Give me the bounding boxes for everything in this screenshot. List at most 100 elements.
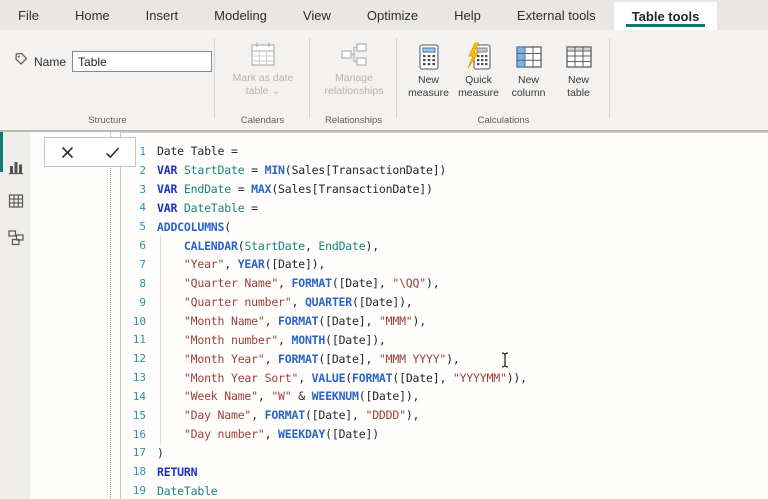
new-table-label-1: New <box>567 74 589 86</box>
menu-file[interactable]: File <box>18 7 39 23</box>
model-view-button[interactable] <box>7 228 25 246</box>
code-line[interactable]: 7 "Year", YEAR([Date]), <box>121 255 768 274</box>
manage-relationships-label-2: relationships <box>324 84 384 97</box>
checkmark-icon <box>105 146 120 158</box>
code-line[interactable]: 16 "Day number", WEEKDAY([Date]) <box>121 425 768 444</box>
menu-help[interactable]: Help <box>454 7 481 23</box>
mark-as-date-table-label-2: table <box>245 84 269 97</box>
line-number: 11 <box>132 333 146 347</box>
line-number: 12 <box>132 352 146 366</box>
ribbon-group-calendars: Mark as date table ⌄ Calendars <box>215 30 310 128</box>
code-line[interactable]: 6 CALENDAR(StartDate, EndDate), <box>121 236 768 255</box>
new-measure-label-1: New <box>417 74 439 86</box>
line-number: 5 <box>139 220 146 234</box>
line-number: 3 <box>139 182 146 196</box>
menu-insert[interactable]: Insert <box>145 7 179 23</box>
group-separator <box>214 38 215 118</box>
formula-commit-controls <box>44 137 136 167</box>
new-column-label-2: column <box>511 86 546 99</box>
formula-bar-panel <box>30 132 120 499</box>
table-icon <box>8 194 24 208</box>
group-label-structure: Structure <box>88 115 127 126</box>
manage-relationships-label-1: Manage <box>335 72 373 84</box>
code-line[interactable]: 8 "Quarter Name", FORMAT([Date], "\QQ"), <box>121 274 768 293</box>
line-number: 8 <box>139 276 146 290</box>
new-table-grid-icon <box>564 40 594 74</box>
tag-icon <box>13 51 29 72</box>
menu-external-tools[interactable]: External tools <box>516 7 596 23</box>
close-icon <box>61 146 74 158</box>
new-measure-calculator-icon <box>416 40 442 74</box>
line-number: 18 <box>132 465 146 479</box>
text-cursor-pointer <box>500 352 510 373</box>
menu-optimize[interactable]: Optimize <box>366 7 419 23</box>
mark-as-date-table-button[interactable]: Mark as date table ⌄ <box>217 38 309 97</box>
code-line[interactable]: 11 "Month number", MONTH([Date]), <box>121 330 768 349</box>
manage-relationships-button[interactable]: Manage relationships <box>308 38 400 97</box>
line-number: 17 <box>132 446 146 460</box>
ribbon: Name Structure <box>0 30 768 132</box>
code-line[interactable]: 14 "Week Name", "W" & WEEKNUM([Date]), <box>121 387 768 406</box>
data-view-button[interactable] <box>7 192 25 210</box>
line-number: 6 <box>139 239 146 253</box>
new-column-grid-icon <box>514 40 544 74</box>
table-name-label: Name <box>34 54 67 69</box>
code-line[interactable]: 9 "Quarter number", QUARTER([Date]), <box>121 293 768 312</box>
calendar-icon <box>248 38 278 72</box>
code-line[interactable]: 15 "Day Name", FORMAT([Date], "DDDD"), <box>121 406 768 425</box>
line-number: 7 <box>139 257 146 271</box>
new-column-label-1: New <box>517 74 539 86</box>
menu-view[interactable]: View <box>302 7 331 23</box>
menu-home[interactable]: Home <box>74 7 110 23</box>
table-name-input[interactable] <box>72 51 213 72</box>
formula-commit-button[interactable] <box>90 138 135 166</box>
quick-measure-label-1: Quick <box>465 74 492 86</box>
group-label-calculations: Calculations <box>477 115 530 126</box>
code-line[interactable]: 10 "Month Name", FORMAT([Date], "MMM"), <box>121 312 768 331</box>
code-line[interactable]: 12 "Month Year", FORMAT([Date], "MMM YYY… <box>121 349 768 368</box>
formula-cancel-button[interactable] <box>45 138 90 166</box>
new-measure-button[interactable]: New measure <box>405 40 453 99</box>
group-separator <box>396 38 397 118</box>
bar-chart-icon <box>9 162 23 175</box>
line-number: 14 <box>132 389 146 403</box>
new-column-button[interactable]: New column <box>505 40 553 99</box>
quick-measure-lightning-icon <box>465 40 493 74</box>
group-separator <box>309 38 310 118</box>
code-line[interactable]: 17) <box>121 444 768 463</box>
new-table-button[interactable]: New table <box>555 40 603 99</box>
mark-as-date-table-label-1: Mark as date <box>232 72 294 84</box>
group-label-relationships: Relationships <box>324 115 383 126</box>
line-number: 2 <box>139 163 146 177</box>
formula-panel-resize-handle[interactable] <box>110 132 111 499</box>
group-label-calendars: Calendars <box>240 115 285 126</box>
menu-modeling[interactable]: Modeling <box>214 7 267 23</box>
line-number: 9 <box>139 295 146 309</box>
report-view-button[interactable] <box>7 158 25 176</box>
menu-bar: File Home Insert Modeling View Optimize … <box>0 0 768 30</box>
menu-table-tools-active-tab[interactable]: Table tools <box>613 2 718 30</box>
new-measure-label-2: measure <box>408 86 449 99</box>
ribbon-group-structure: Name Structure <box>0 30 215 128</box>
line-number: 4 <box>139 201 146 215</box>
line-number: 1 <box>139 144 146 158</box>
view-sidebar <box>0 132 30 499</box>
quick-measure-label-2: measure <box>458 86 499 99</box>
line-number: 10 <box>132 314 146 328</box>
model-diagram-icon <box>8 230 24 246</box>
code-line[interactable]: 13 "Month Year Sort", VALUE(FORMAT([Date… <box>121 368 768 387</box>
ribbon-group-relationships: Manage relationships Relationships <box>310 30 397 128</box>
quick-measure-button[interactable]: Quick measure <box>455 40 503 99</box>
ribbon-group-calculations: New measure <box>397 30 610 128</box>
line-number: 15 <box>132 408 146 422</box>
